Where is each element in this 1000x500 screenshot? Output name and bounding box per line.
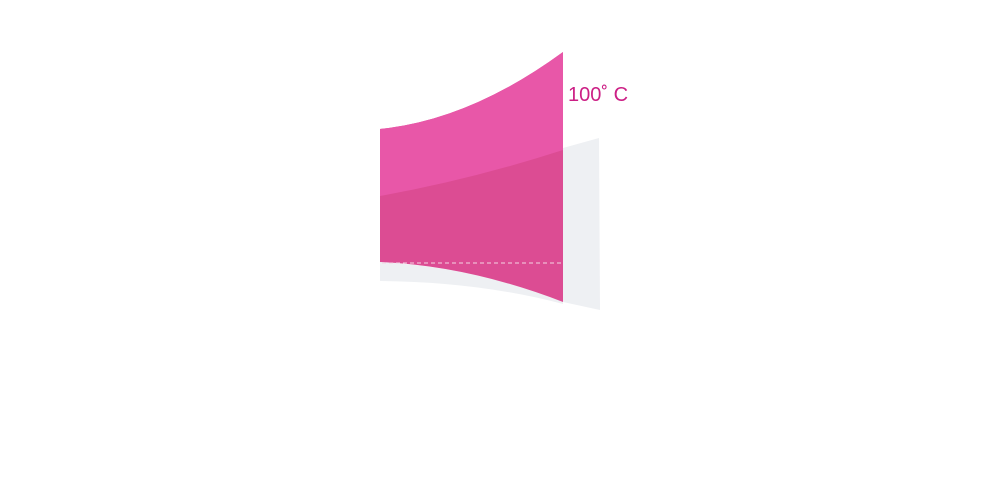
shadow-panel-bottom	[380, 262, 563, 304]
panel-highlight-band	[380, 52, 563, 196]
shadow-panel-right	[563, 138, 600, 310]
temperature-label: 100˚ C	[568, 84, 628, 106]
